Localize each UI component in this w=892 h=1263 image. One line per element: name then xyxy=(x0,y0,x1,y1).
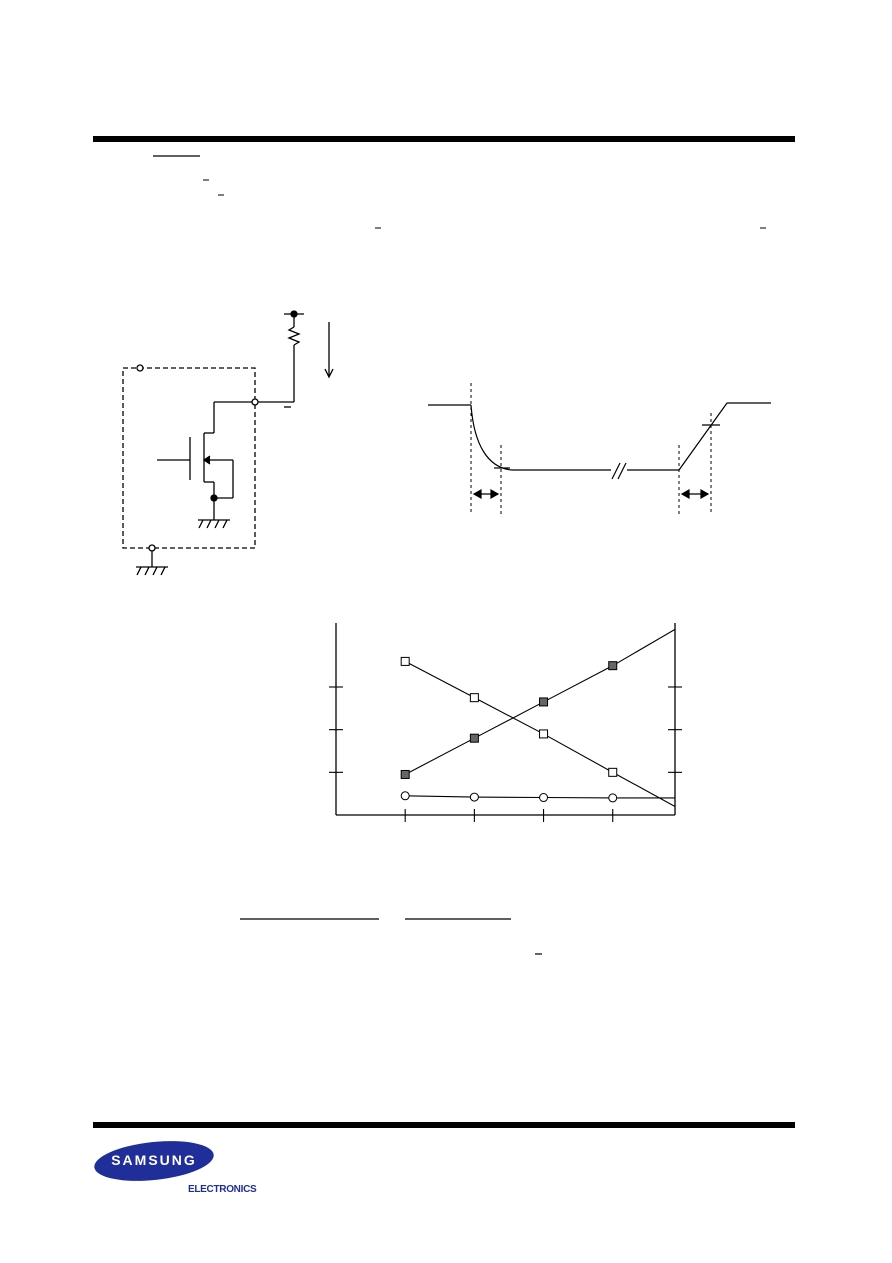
data-point xyxy=(469,693,479,703)
output-waveform xyxy=(428,383,771,515)
device-boundary xyxy=(122,367,256,549)
falling-edge xyxy=(470,404,513,471)
pullup-resistor xyxy=(287,326,301,346)
characteristic-chart xyxy=(329,623,682,822)
data-point xyxy=(608,793,618,803)
data-point xyxy=(400,769,410,779)
logo-brand-text: SAMSUNG xyxy=(111,1152,197,1168)
break-mark xyxy=(617,462,627,480)
logo-sub-brand: ELECTRONICS xyxy=(188,1184,257,1195)
data-point xyxy=(539,729,549,739)
logo-ellipse xyxy=(94,1141,214,1181)
data-point xyxy=(400,791,410,801)
data-point xyxy=(469,792,479,802)
open-drain-circuit xyxy=(122,310,334,576)
rising-edge xyxy=(678,402,728,471)
data-point xyxy=(539,793,549,803)
data-point xyxy=(539,697,549,707)
data-point xyxy=(469,733,479,743)
vdd-terminal xyxy=(136,364,144,372)
vss-terminal xyxy=(148,544,156,552)
data-point xyxy=(608,661,618,671)
output-pin xyxy=(251,398,259,406)
data-point xyxy=(400,656,410,666)
break-mark xyxy=(611,462,621,480)
data-point xyxy=(608,767,618,777)
samsung-logo: SAMSUNG ELECTRONICS xyxy=(93,1140,268,1200)
header-rule xyxy=(93,136,795,142)
footer-rule xyxy=(93,1122,795,1128)
